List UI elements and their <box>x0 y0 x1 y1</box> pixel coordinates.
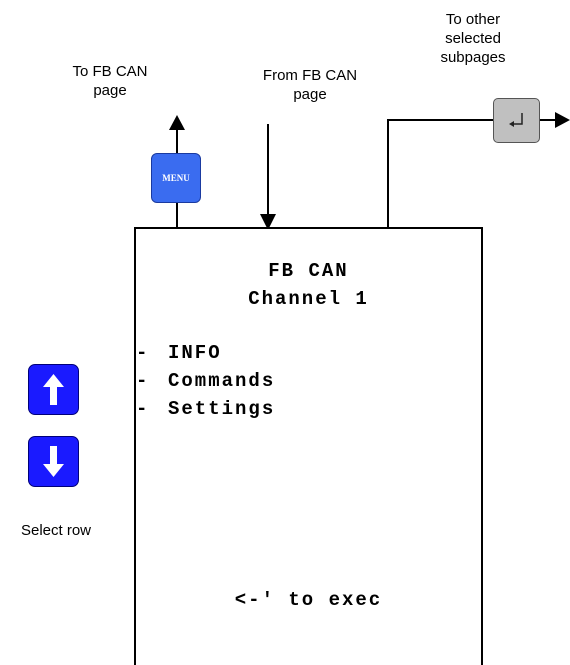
caption-select-row: Select row <box>20 522 92 539</box>
arrow-down-icon <box>43 446 64 477</box>
display-subtitle: Channel 1 <box>248 288 369 310</box>
caption-to-other-subpages: To other selected subpages <box>440 11 506 66</box>
menu-item-info[interactable]: -INFO <box>136 342 222 364</box>
display-title: FB CAN <box>268 260 349 282</box>
arrow-head-up <box>169 115 185 130</box>
menu-button[interactable]: MENU <box>151 153 201 203</box>
arrow-head-down <box>260 214 276 230</box>
menu-item-commands[interactable]: -Commands <box>136 370 276 392</box>
arrow-head-right <box>555 112 570 128</box>
arrow-up-icon <box>43 374 64 405</box>
line-display-to-enter <box>387 119 493 228</box>
caption-to-fb-can-page: To FB CAN page <box>72 63 148 99</box>
caption-from-fb-can-page: From FB CAN page <box>262 67 358 103</box>
row-up-button[interactable] <box>28 364 79 415</box>
lcd-display: FB CAN Channel 1 -INFO -Commands -Settin… <box>134 227 483 665</box>
display-menu-list: -INFO -Commands -Settings <box>136 339 275 423</box>
display-footer: <-' to exec <box>234 589 383 611</box>
menu-item-label: Settings <box>168 398 276 420</box>
enter-button[interactable] <box>493 98 540 143</box>
menu-item-label: INFO <box>168 342 222 364</box>
menu-item-settings[interactable]: -Settings <box>136 398 276 420</box>
menu-item-label: Commands <box>168 370 276 392</box>
enter-icon <box>509 113 523 127</box>
row-down-button[interactable] <box>28 436 79 487</box>
